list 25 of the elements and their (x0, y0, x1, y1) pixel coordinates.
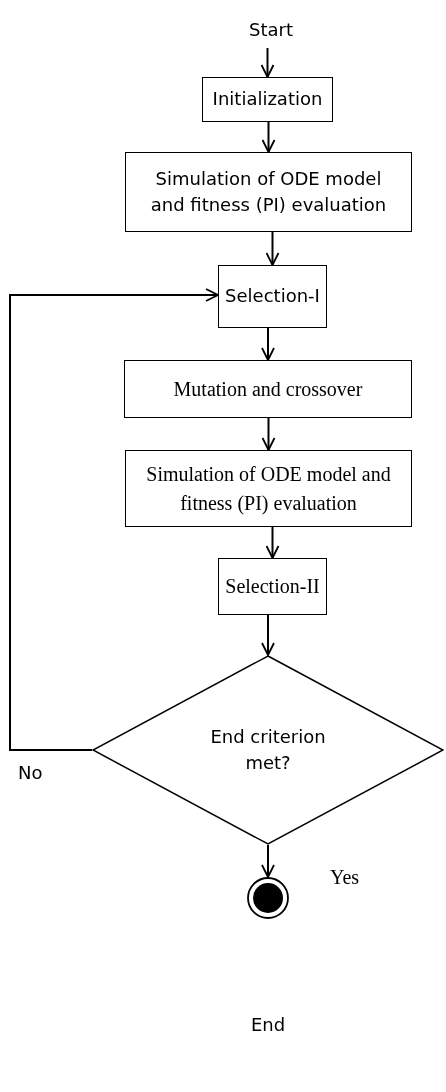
node-label: Initialization (212, 87, 323, 112)
arrow (261, 327, 275, 361)
end-terminal (247, 877, 289, 919)
arrow (261, 121, 276, 153)
node-label: Mutation and crossover (172, 376, 364, 402)
node-label: Selection-I (225, 284, 320, 309)
node-label: End criterion met? (209, 724, 327, 775)
node-label: Simulation of ODE model and fitness (PI) evaluation (149, 166, 388, 217)
arrow (261, 614, 275, 656)
arrow (261, 844, 275, 878)
process-box (202, 77, 333, 122)
process-box (125, 450, 412, 527)
arrow (9, 288, 219, 751)
node-label: Selection-II (225, 574, 320, 599)
arrow (261, 417, 276, 451)
process-box (124, 360, 412, 418)
arrow (260, 47, 275, 78)
process-box (218, 265, 327, 328)
decision-diamond (92, 655, 444, 845)
process-box (125, 152, 412, 232)
node-label: Simulation of ODE model and fitness (PI) evaluation (145, 461, 392, 517)
process-box (218, 558, 327, 615)
arrow (265, 231, 280, 266)
arrow (265, 526, 280, 559)
node-label: Start (249, 17, 293, 42)
